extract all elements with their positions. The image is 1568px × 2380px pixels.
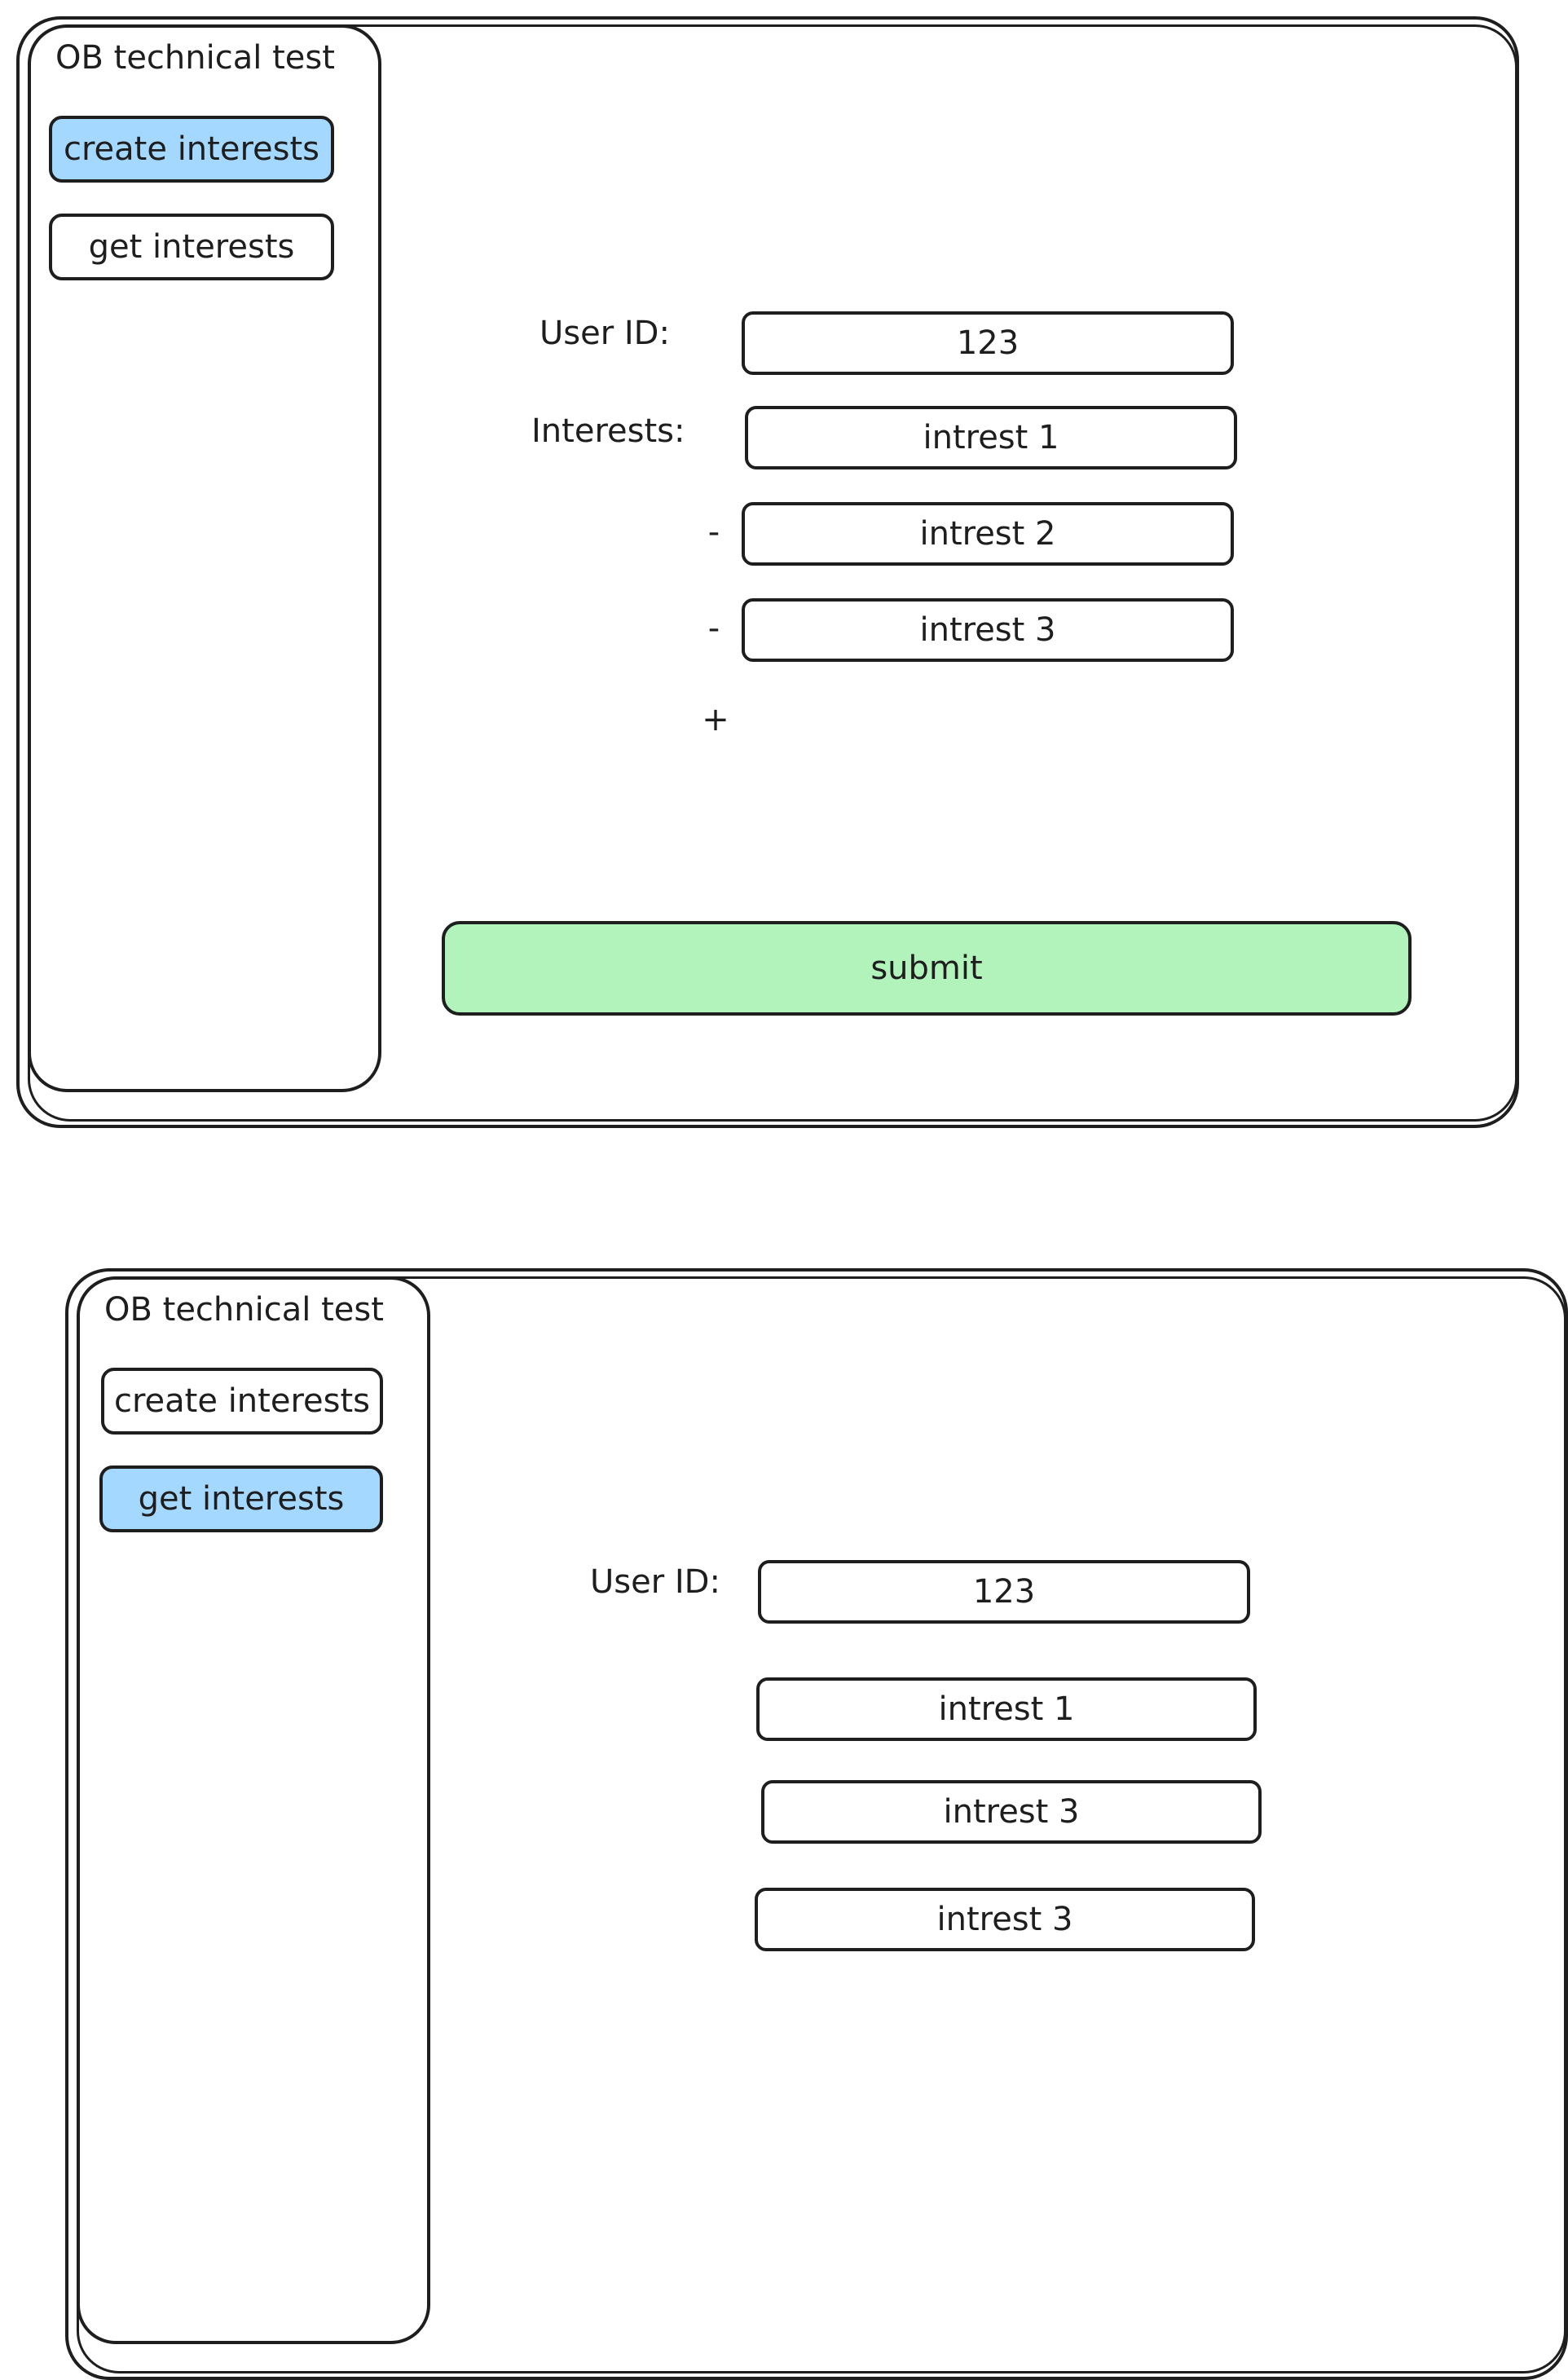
nav-create-interests-button[interactable]: create interests [101, 1368, 383, 1435]
interest-item: intrest 1 [756, 1677, 1257, 1741]
interest-item: intrest 3 [755, 1888, 1255, 1951]
sidebar [28, 24, 381, 1092]
nav-create-interests-button[interactable]: create interests [49, 116, 334, 183]
app-title: OB technical test [104, 1291, 384, 1329]
app-title: OB technical test [55, 39, 335, 77]
interest-item: intrest 3 [761, 1780, 1262, 1844]
remove-interest-button[interactable]: - [707, 610, 720, 647]
nav-get-interests-button[interactable]: get interests [99, 1465, 383, 1532]
user-id-input[interactable]: 123 [758, 1560, 1250, 1624]
add-interest-button[interactable]: + [702, 701, 729, 738]
sidebar [77, 1276, 430, 2344]
interest-input[interactable]: intrest 2 [742, 502, 1234, 566]
interests-label: Interests: [531, 412, 685, 450]
nav-get-interests-button[interactable]: get interests [49, 214, 334, 280]
user-id-label: User ID: [540, 315, 670, 352]
interest-input[interactable]: intrest 3 [742, 598, 1234, 662]
interest-input[interactable]: intrest 1 [745, 406, 1237, 469]
user-id-input[interactable]: 123 [742, 311, 1234, 375]
user-id-label: User ID: [590, 1563, 720, 1601]
submit-button[interactable]: submit [442, 921, 1412, 1016]
remove-interest-button[interactable]: - [707, 513, 720, 551]
